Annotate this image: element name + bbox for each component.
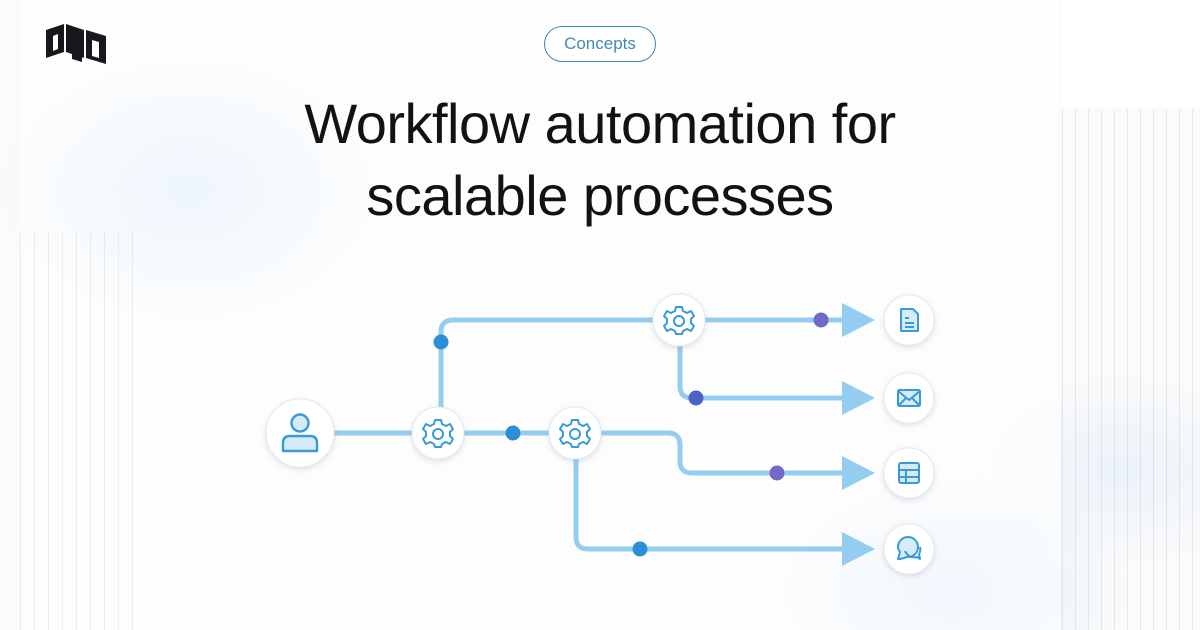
title-line-2: scalable processes	[366, 164, 834, 227]
arrowhead	[842, 303, 875, 337]
process-node-2	[548, 406, 602, 460]
flow-dot	[688, 390, 704, 406]
document-icon	[900, 308, 919, 332]
title-line-1: Workflow automation for	[304, 92, 896, 155]
chat-icon	[897, 536, 922, 560]
flow-dot	[505, 425, 521, 441]
corner-panel	[1062, 0, 1200, 108]
output-node-document	[883, 294, 935, 346]
arrowhead	[842, 456, 875, 490]
output-node-mail	[883, 372, 935, 424]
user-node	[265, 398, 335, 468]
connector-gear3-to-mail	[677, 343, 851, 401]
connector-gear2-to-table	[597, 430, 851, 476]
table-icon	[898, 462, 920, 484]
flow-dot	[769, 465, 785, 481]
flow-dot	[813, 312, 829, 328]
mail-icon	[897, 389, 921, 407]
connector-gear2-to-chat	[573, 455, 851, 552]
flow-dot	[632, 541, 648, 557]
page-title: Workflow automation for scalable process…	[180, 88, 1020, 232]
connector-gear1-up	[438, 317, 655, 413]
category-badge[interactable]: Concepts	[544, 26, 656, 62]
output-node-table	[883, 447, 935, 499]
user-icon	[281, 413, 319, 453]
process-node-3	[652, 293, 706, 347]
output-node-chat	[883, 523, 935, 575]
gear-icon	[422, 419, 454, 448]
gear-icon	[559, 419, 591, 448]
brand-logo-icon	[46, 24, 106, 64]
gear-icon	[663, 306, 695, 335]
flow-dot	[433, 334, 449, 350]
decorative-stripes-right	[1062, 110, 1200, 630]
decorative-stripes-left	[20, 230, 140, 630]
arrowhead	[842, 532, 875, 566]
arrowhead	[842, 381, 875, 415]
process-node-1	[411, 406, 465, 460]
